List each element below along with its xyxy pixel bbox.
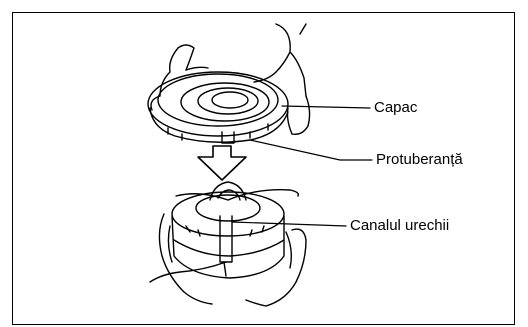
hand-holding-cap-illustration xyxy=(148,24,310,143)
leader-canalul-urechii xyxy=(232,222,346,226)
leader-protuberanta xyxy=(250,140,372,160)
label-protuberanta: Protuberanță xyxy=(376,152,463,167)
label-capac: Capac xyxy=(374,100,417,115)
down-arrow-icon xyxy=(198,146,246,180)
label-canalul-urechii: Canalul urechii xyxy=(350,218,449,233)
leader-capac xyxy=(282,106,370,108)
leader-lines xyxy=(232,106,372,226)
hands-holding-spool-illustration xyxy=(150,182,306,306)
